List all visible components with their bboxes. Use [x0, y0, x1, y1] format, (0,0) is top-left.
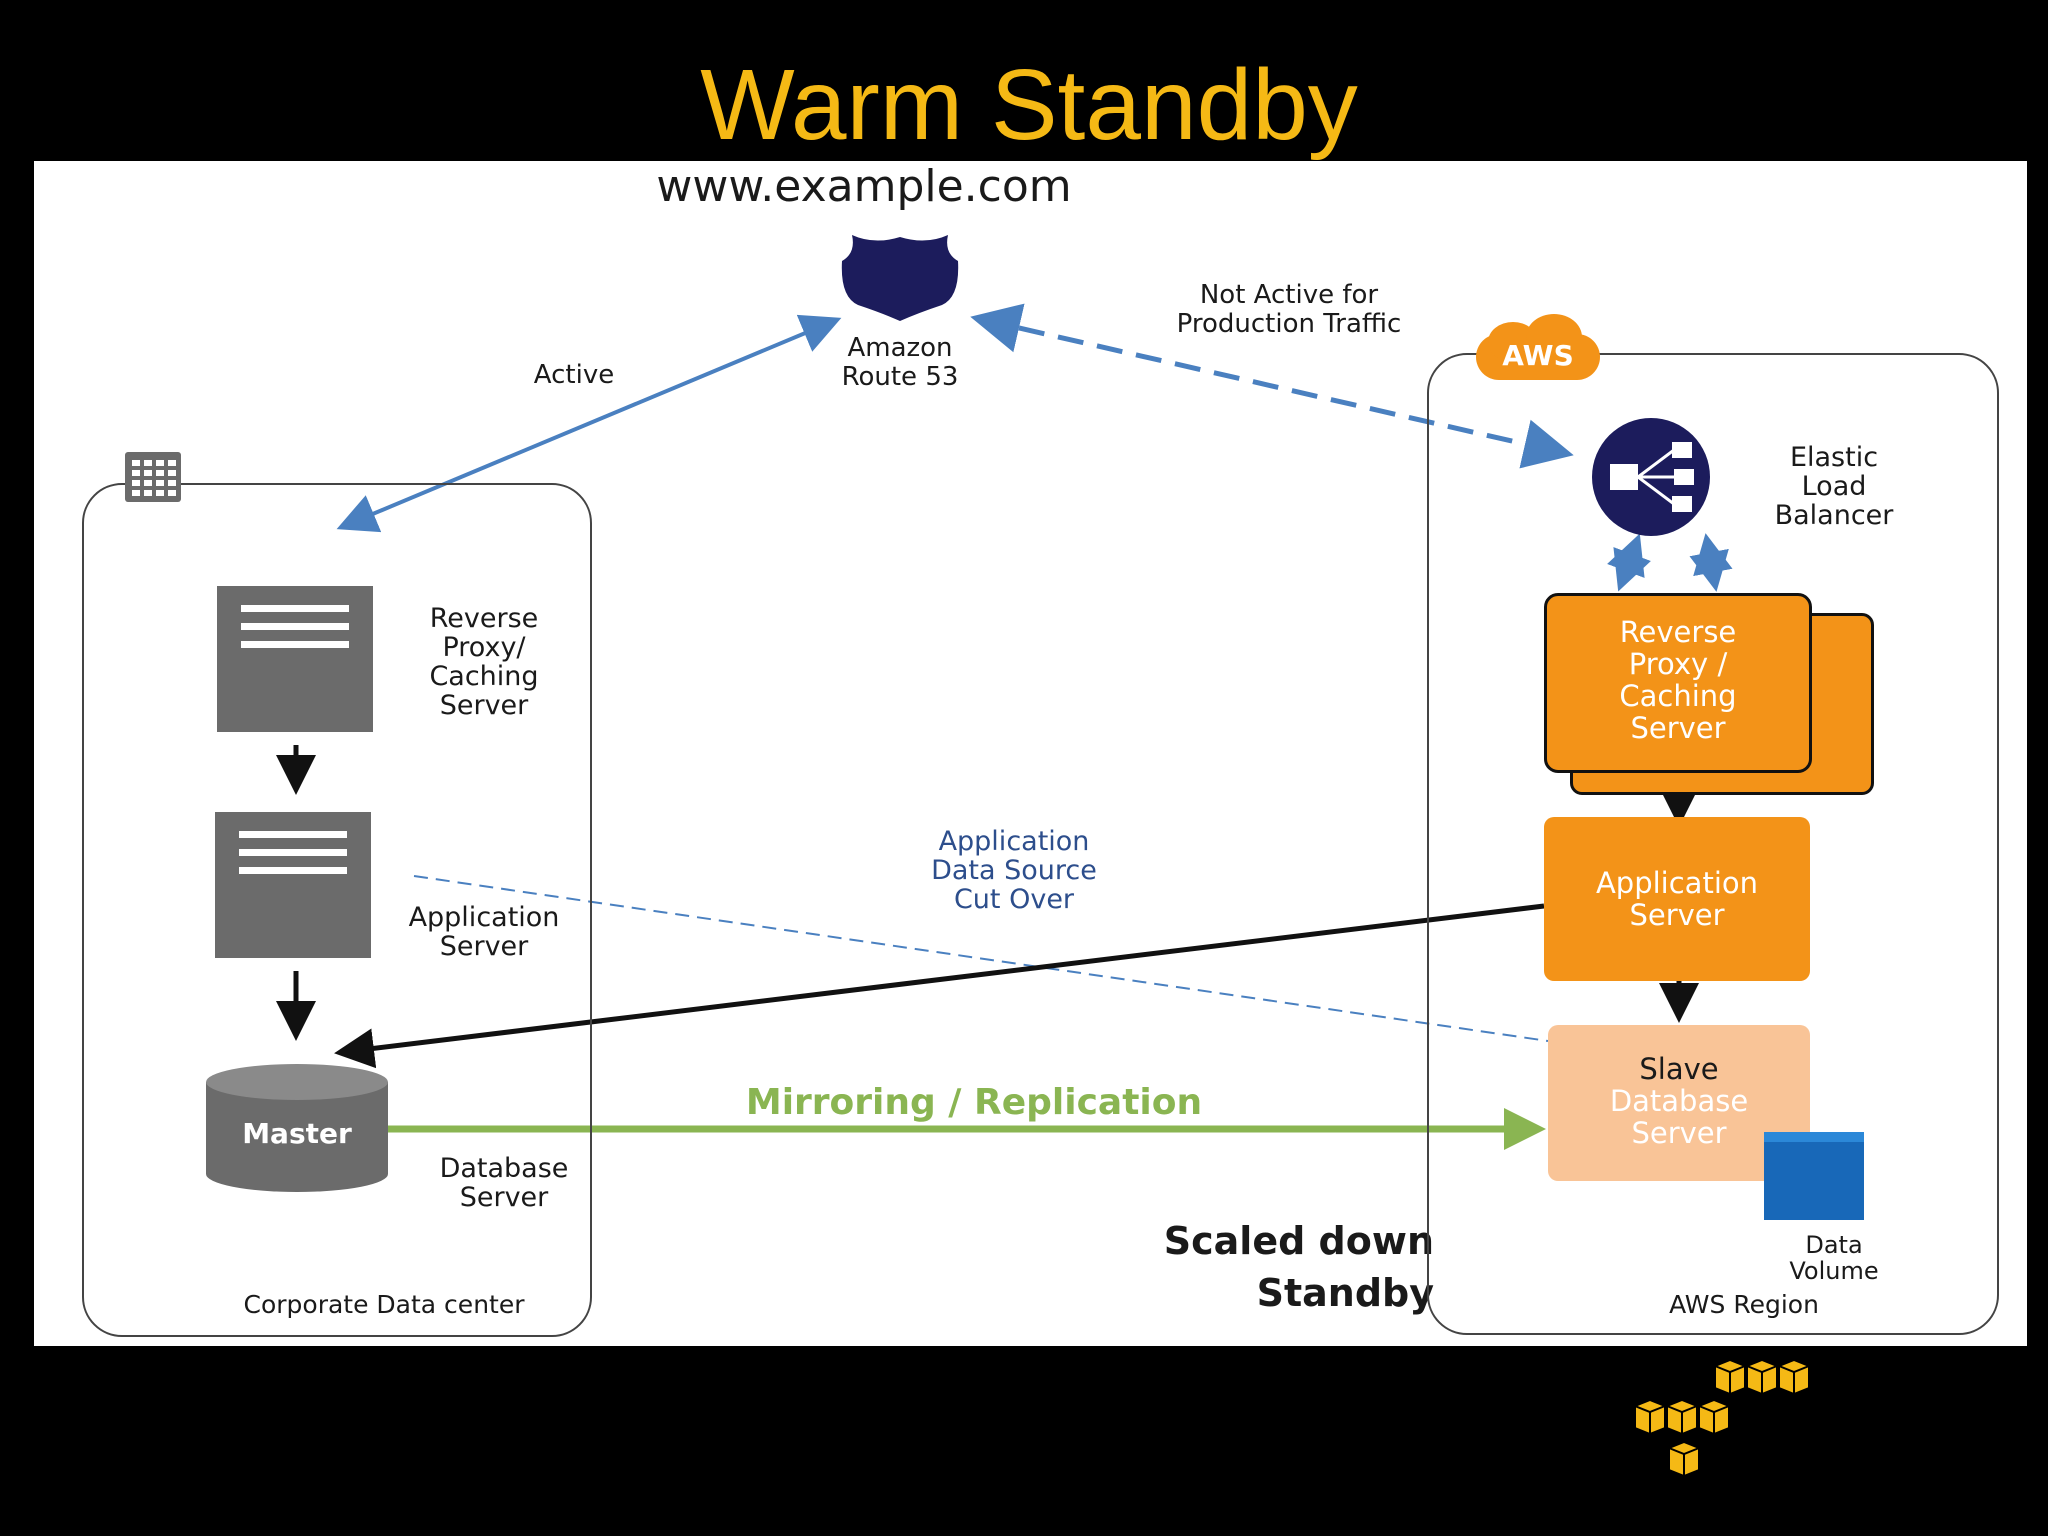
corporate-db-label-line1: Database	[439, 1153, 569, 1184]
app-to-master-arrow	[334, 903, 1545, 1069]
scaled-down-label-line2: Standby	[1256, 1271, 1434, 1315]
corporate-region-label: Corporate Data center	[243, 1290, 525, 1319]
building-icon	[125, 452, 181, 502]
corporate-proxy-label-line1: Reverse	[429, 603, 539, 634]
corporate-app-label-line1: Application	[408, 902, 560, 933]
not-active-label-line2: Production Traffic	[1176, 309, 1402, 339]
corporate-app-label-line2: Server	[439, 931, 529, 962]
slave-label-line3: Server	[1631, 1116, 1727, 1150]
master-database-label: Master	[242, 1117, 352, 1150]
scaled-down-label-line1: Scaled down	[1163, 1219, 1434, 1263]
aws-proxy-label-line1: Reverse	[1619, 615, 1737, 649]
elb-label-line2: Load	[1801, 471, 1867, 502]
elb-to-proxy-arrow-1	[1607, 533, 1651, 592]
aws-cloud-badge: AWS	[1476, 314, 1600, 380]
corporate-proxy-label-line2: Proxy/	[442, 632, 526, 663]
route53-label-line2: Route 53	[841, 362, 959, 392]
elastic-load-balancer-icon	[1592, 418, 1710, 536]
route53-label-line1: Amazon	[847, 333, 953, 363]
aws-region-panel	[1427, 353, 1999, 1335]
elb-label-line1: Elastic	[1789, 442, 1879, 473]
corporate-proxy-server-icon	[217, 586, 373, 732]
aws-region-label: AWS Region	[1669, 1290, 1819, 1319]
cutover-label-line2: Data Source	[931, 855, 1097, 886]
connector-lines	[276, 303, 1733, 1150]
aws-app-label-line2: Server	[1629, 898, 1725, 932]
data-volume-label-line1: Data	[1805, 1231, 1863, 1259]
master-database-icon	[206, 1064, 388, 1192]
cutover-label-line1: Application	[938, 826, 1090, 857]
aws-proxy-server: Reverse Proxy / Caching Server	[1544, 593, 1812, 773]
not-active-arrow	[970, 303, 1574, 469]
domain-label: www.example.com	[656, 161, 1072, 212]
mirroring-label: Mirroring / Replication	[745, 1082, 1203, 1123]
cutover-label-line3: Cut Over	[953, 884, 1075, 915]
not-active-label-line1: Not Active for	[1199, 280, 1379, 310]
aws-app-label-line1: Application	[1595, 866, 1759, 900]
corporate-data-center-panel	[82, 483, 592, 1337]
active-arrow	[336, 314, 842, 533]
aws-proxy-label-line2: Proxy /	[1628, 647, 1728, 681]
architecture-diagram: www.example.com Amazon Route 53 Active N…	[34, 161, 2027, 1346]
data-volume-label-line2: Volume	[1789, 1257, 1879, 1285]
aws-badge-label: AWS	[1502, 339, 1574, 372]
aws-proxy-label-line4: Server	[1630, 711, 1726, 745]
corporate-db-label-line2: Server	[459, 1182, 549, 1213]
aws-cubes-logo	[1635, 1360, 1810, 1478]
corporate-proxy-label-line4: Server	[439, 690, 529, 721]
aws-app-server: Application Server	[1544, 817, 1810, 981]
active-label: Active	[533, 360, 615, 390]
cutover-dashed-line	[413, 875, 1549, 1042]
corporate-proxy-label-line3: Caching	[429, 661, 539, 692]
aws-proxy-label-line3: Caching	[1619, 679, 1737, 713]
slide-title: Warm Standby	[700, 49, 1358, 161]
slave-label-line1: Slave	[1639, 1052, 1719, 1086]
corporate-app-server-icon	[215, 812, 371, 958]
data-volume-icon	[1764, 1132, 1864, 1220]
route53-shield-icon	[841, 235, 959, 321]
slave-label-line2: Database	[1609, 1084, 1749, 1118]
elb-label-line3: Balancer	[1774, 500, 1894, 531]
elb-to-proxy-arrow-2	[1689, 533, 1733, 592]
